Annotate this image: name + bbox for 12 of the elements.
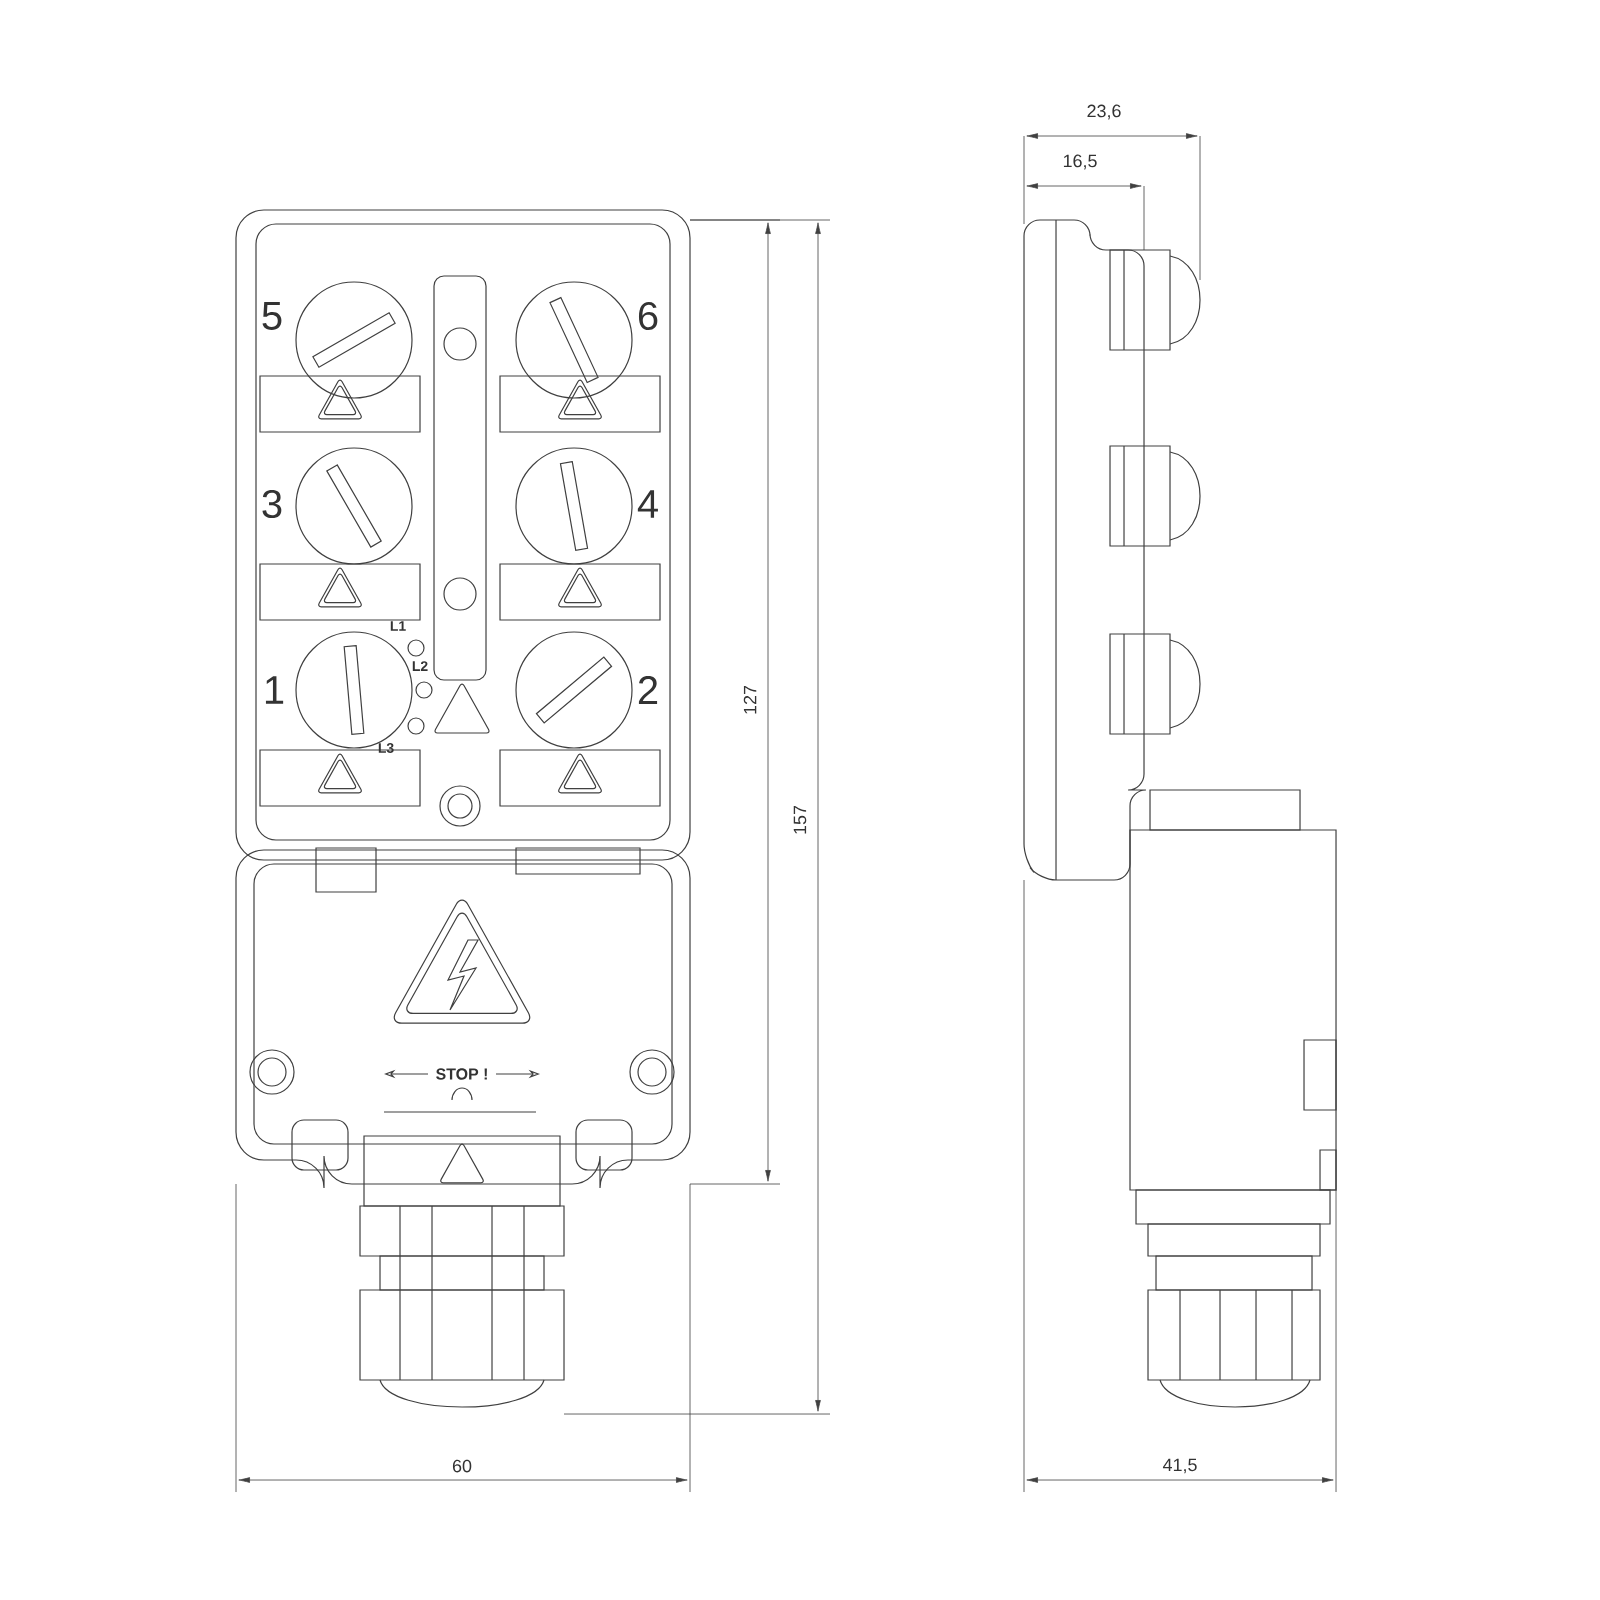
dimension-text: 16,5 xyxy=(1063,154,1097,170)
dimension-text: 127 xyxy=(743,685,757,714)
dimension-text: 157 xyxy=(793,805,807,834)
port-number: 3 xyxy=(262,489,282,519)
port-number: 1 xyxy=(265,676,284,704)
dimension-text: 23,6 xyxy=(1087,104,1121,120)
port-number: 4 xyxy=(637,490,658,518)
port-number: 5 xyxy=(262,302,282,330)
port-number: 6 xyxy=(638,301,658,331)
dimension-text: 60 xyxy=(452,1459,472,1473)
dimension-text: 41,5 xyxy=(1162,1458,1197,1474)
port-number: 2 xyxy=(638,676,658,704)
